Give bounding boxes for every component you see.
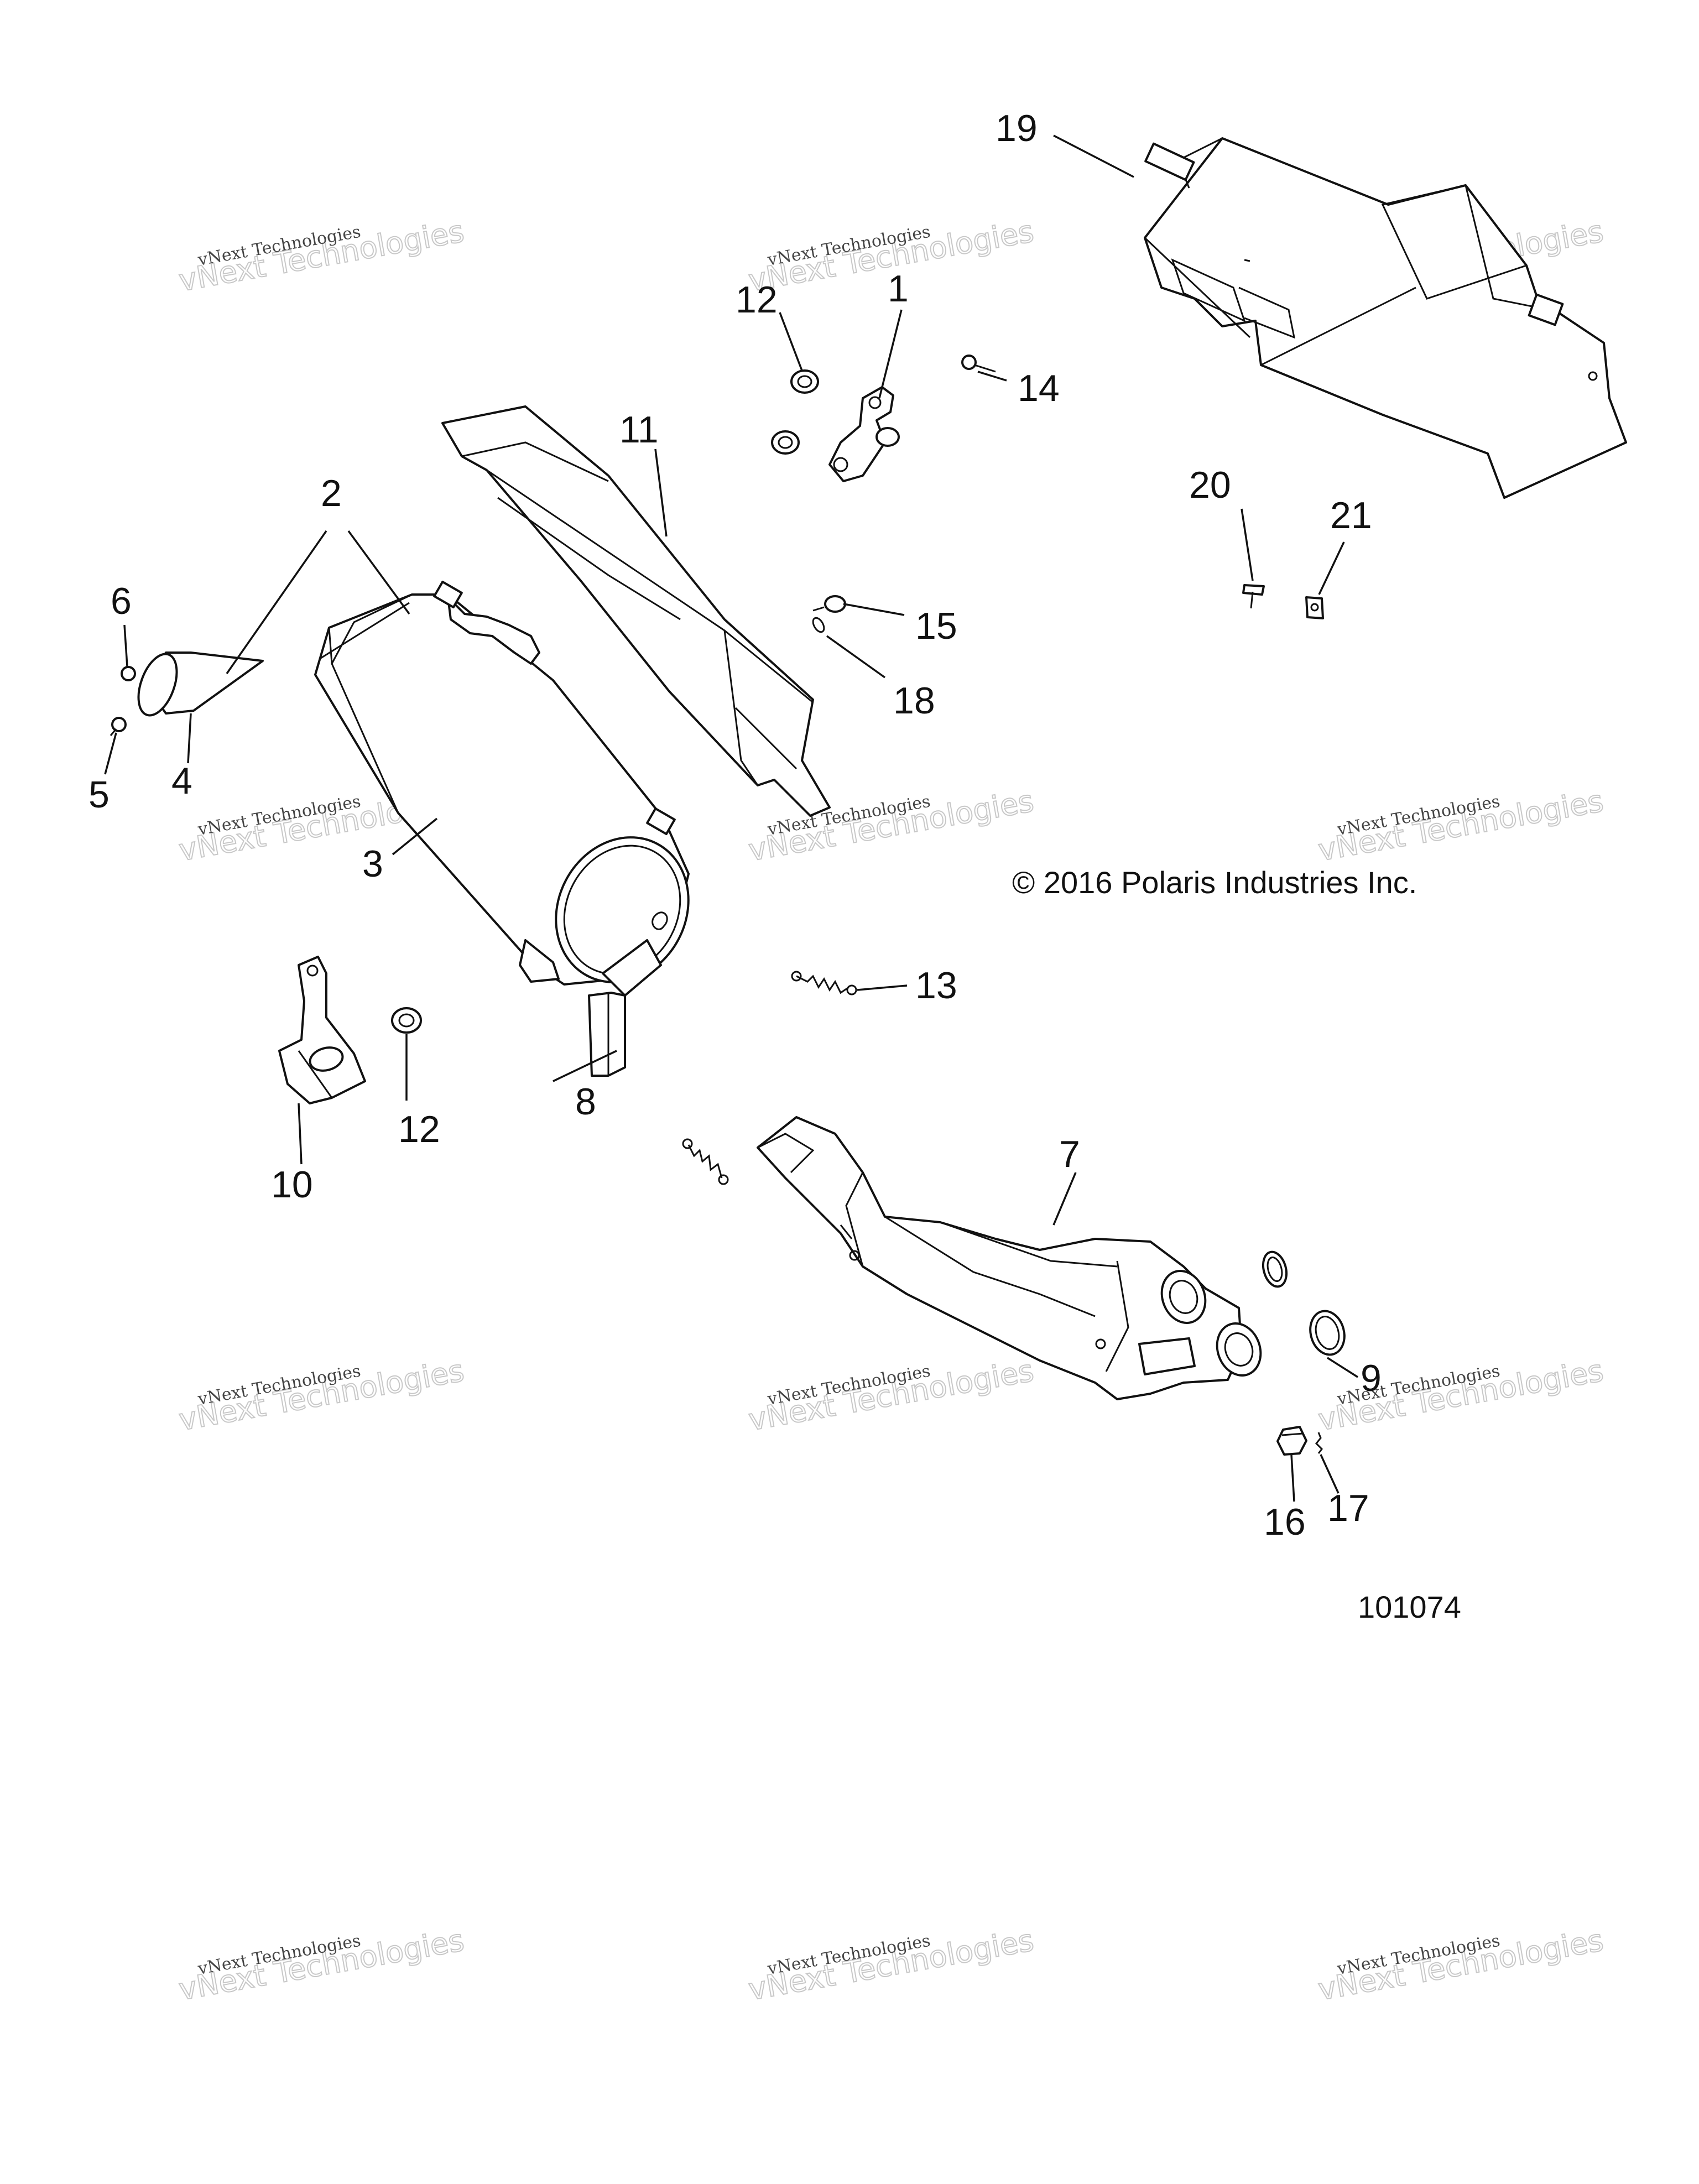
callout-18: 18 <box>893 680 935 722</box>
part-8-gasket <box>588 992 626 1077</box>
callout-21: 21 <box>1330 494 1372 536</box>
callout-2: 2 <box>321 472 342 514</box>
callout-12-bottom: 12 <box>398 1108 440 1150</box>
part-6-nut <box>121 666 136 681</box>
part-10-bracket <box>278 956 366 1104</box>
part-5-bolt <box>110 717 127 736</box>
watermark-r4-c2: vNext Technologies vNext Technologies <box>746 1922 1037 2008</box>
callout-13: 13 <box>915 965 957 1007</box>
part-12-grommet-bottom <box>391 1007 422 1034</box>
watermark-r3-c3: vNext Technologies vNext Technologies <box>1315 1352 1607 1438</box>
part-15-bolt <box>812 595 846 613</box>
part-3-muffler <box>314 581 690 997</box>
figure-number: 101074 <box>1358 1589 1461 1624</box>
callout-1: 1 <box>888 268 909 310</box>
callout-8: 8 <box>575 1081 596 1123</box>
part-13-spring <box>791 971 857 995</box>
watermark-r3-c2: vNext Technologies vNext Technologies <box>746 1352 1037 1438</box>
callout-numbers: 19 1 12 14 11 20 21 2 6 15 18 4 5 3 © 20… <box>88 107 1461 1624</box>
watermark-r4-c1: vNext Technologies vNext Technologies <box>176 1922 467 2008</box>
callout-16: 16 <box>1264 1501 1306 1543</box>
part-19-heat-shield <box>1144 137 1627 499</box>
part-12-grommet-top-2 <box>771 430 800 455</box>
callout-19: 19 <box>996 107 1038 149</box>
part-9-gasket-upper <box>1262 1250 1288 1288</box>
part-1-bracket <box>828 386 900 482</box>
callout-12-top: 12 <box>736 279 778 321</box>
part-14-bolt <box>961 355 996 373</box>
part-12-grommet-top <box>790 369 819 394</box>
part-20-bolt <box>1242 584 1265 609</box>
callout-17: 17 <box>1327 1487 1369 1529</box>
part-spring-lower <box>682 1138 729 1185</box>
callout-20: 20 <box>1189 464 1231 506</box>
watermark-r3-c1: vNext Technologies vNext Technologies <box>176 1352 467 1438</box>
part-7-head-pipe <box>757 1116 1262 1400</box>
callout-9: 9 <box>1361 1357 1382 1399</box>
callout-5: 5 <box>88 774 110 816</box>
part-4-cone-tip <box>137 651 264 717</box>
callout-3: 3 <box>362 843 383 885</box>
callout-10: 10 <box>271 1164 313 1206</box>
watermark-r1-c1: vNext Technologies vNext Technologies <box>176 213 467 299</box>
watermark-r2-c3: vNext Technologies vNext Technologies <box>1315 783 1607 868</box>
part-11-muffler-heat-shield <box>441 405 831 817</box>
part-21-clip <box>1305 596 1324 619</box>
part-17-washer <box>1315 1432 1323 1454</box>
watermark-r4-c3: vNext Technologies vNext Technologies <box>1315 1922 1607 2008</box>
callout-4: 4 <box>171 760 192 802</box>
watermarks: vNext Technologies vNext Technologies vN… <box>176 213 1607 2008</box>
part-16-nut <box>1276 1426 1307 1456</box>
part-9-gasket-lower <box>1309 1310 1346 1356</box>
callout-11: 11 <box>619 409 659 451</box>
callout-6: 6 <box>111 580 132 622</box>
leader-lines <box>104 134 1358 1502</box>
copyright-notice: © 2016 Polaris Industries Inc. <box>1012 865 1417 900</box>
callout-7: 7 <box>1059 1133 1080 1175</box>
callout-14: 14 <box>1018 367 1060 409</box>
part-18-washer <box>812 617 825 633</box>
callout-15: 15 <box>915 605 957 647</box>
